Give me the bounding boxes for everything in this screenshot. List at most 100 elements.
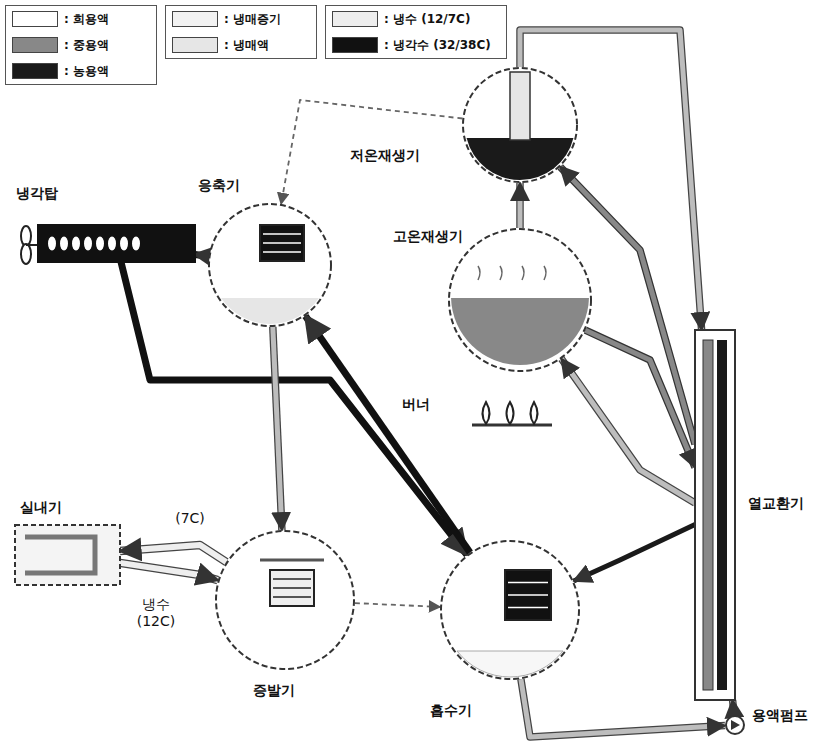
vapor-bubble [522,266,524,280]
pump-arrow [731,720,740,730]
legend-swatch [332,11,378,27]
component-label: 증발기 [253,682,295,699]
coil-tube [508,582,548,584]
tower-fill [120,237,128,251]
pipe-connector [121,262,467,555]
vessel-circle: 고온재생기 [448,228,592,372]
pipe-connector [281,100,462,204]
vessel-drawing [38,225,195,262]
node-outline [725,715,745,735]
coil-outline [505,570,551,620]
heat-exchanger-tube [703,340,713,690]
pipe-line [518,183,523,228]
pipe-outline [273,327,282,530]
legend-row: : 냉수 (12/7C) [326,6,506,32]
legend-text: : 농용액 [64,63,109,80]
legend-row: : 중용액 [6,32,156,58]
pipe-connector [305,316,470,553]
node-outline [462,67,578,183]
component-label: 냉각탑 [16,185,58,202]
heat-exchanger-tube [717,340,727,690]
node-outline [440,540,580,680]
pipe-line [121,262,467,555]
burner-flame [531,402,538,424]
temperature-label: 냉수 (12C) [128,596,184,630]
pipe-outline [733,700,735,715]
legend-box: : 희용액: 중용액 : 농용액 [5,5,157,85]
legend-row: : 희용액 [6,6,156,32]
refrigerant-pool [221,298,319,324]
vessel-drawing [726,716,744,734]
vessel-drawing [472,402,552,425]
legend-box: : 냉매증기 : 냉매액 [165,5,317,59]
vapor-bubble [500,266,502,280]
legend-swatch [12,11,58,27]
vessel-outline [216,531,354,669]
pipe-connector [273,327,282,530]
coil-tube [263,233,301,235]
indoor-unit-box [15,525,120,585]
component-label: 흡수기 [430,702,472,719]
legend-swatch [12,37,58,53]
coil-tube [263,242,301,244]
concentrated-pool [467,138,574,180]
legend-row: : 농용액 [6,58,156,84]
heat-exchanger-shell [695,330,735,700]
pipe-outline [516,183,524,228]
vessel-circle: 흡수기 [440,540,580,680]
node-outline [208,203,332,327]
coil-outline [270,570,314,606]
legend-swatch [332,37,378,53]
pipe-line [733,700,735,715]
pipe-line [273,327,282,530]
pipe-line [120,545,226,562]
tower-fill [96,237,104,251]
legend-row: : 냉매액 [166,32,316,58]
vessel-outline [463,68,577,182]
pipe-connector [520,183,521,228]
component-box: 냉각탑 [38,225,195,262]
coil-tube [273,587,311,589]
pipe-line [195,255,209,257]
legend-text: : 냉매증기 [224,11,281,28]
spray-header [260,559,324,562]
pipe-line [574,525,695,582]
vessel-drawing [695,330,735,700]
coil-outline [260,225,304,261]
component-label: 버너 [402,396,430,413]
pipe-line [305,316,470,553]
vessel-circle: 저온재생기 [462,67,578,183]
pipe-connector [355,603,440,607]
pipe-connector [733,700,735,715]
heating-tube [510,72,530,140]
coil-tube [273,578,311,580]
vapor-bubble [478,266,480,280]
vessel-circle: 증발기 [215,530,355,670]
burner-flame [483,402,490,424]
vessel-drawing [441,541,579,679]
vessel-drawing [15,525,120,585]
pipe-connector [120,563,218,580]
coil-tube [273,596,311,598]
component-label: 열교환기 [748,495,804,512]
component-label: 저온재생기 [350,147,420,164]
indoor-coil [25,537,95,573]
legend-text: : 냉수 (12/7C) [384,11,470,28]
vapor-bubble [544,266,546,280]
tower-fill [72,237,80,251]
component-box: 실내기 [15,525,120,585]
legend-text: : 냉매액 [224,37,269,54]
burner-flame [507,402,514,424]
vessel-drawing [463,68,577,182]
tower-fill [48,237,56,251]
node-outline [15,525,120,585]
vessel-outline [209,204,331,326]
tower-fill [132,237,140,251]
coil-tube [263,251,301,253]
tower-fill [60,237,68,251]
component-box: 열교환기 [695,330,735,700]
vessel-circle: 응축기 [208,203,332,327]
medium-pool [451,298,589,365]
node-outline [695,330,735,700]
component-label: 고온재생기 [393,228,463,245]
